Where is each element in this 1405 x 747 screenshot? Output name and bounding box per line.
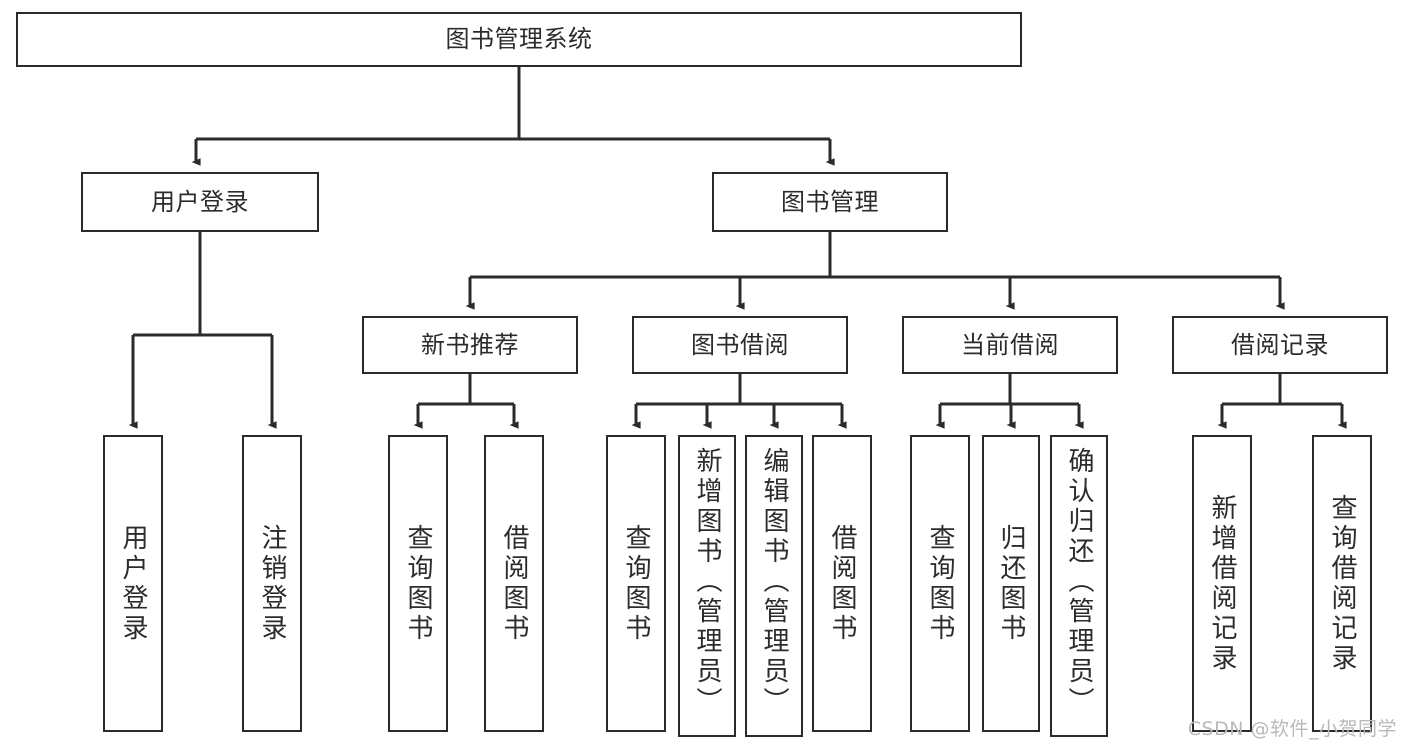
node-leaf-edit-book-label: 编辑图书（管理员） — [759, 447, 789, 717]
node-leaf-query-book-rec[interactable]: 查询图书 — [388, 435, 448, 732]
node-leaf-query-book-rec-label: 查询图书 — [403, 523, 433, 644]
node-leaf-add-book[interactable]: 新增图书（管理员） — [678, 435, 736, 737]
node-new-book-rec-label: 新书推荐 — [421, 330, 519, 359]
node-book-borrow-label: 图书借阅 — [691, 330, 789, 359]
node-current-borrow-label: 当前借阅 — [961, 330, 1059, 359]
node-user-login[interactable]: 用户登录 — [81, 172, 319, 232]
node-root[interactable]: 图书管理系统 — [16, 12, 1022, 67]
node-book-manage[interactable]: 图书管理 — [712, 172, 948, 232]
node-leaf-borrow-book-rec[interactable]: 借阅图书 — [484, 435, 544, 732]
node-book-manage-label: 图书管理 — [781, 187, 879, 216]
node-leaf-confirm-return[interactable]: 确认归还（管理员） — [1050, 435, 1108, 737]
node-leaf-query-book-cur[interactable]: 查询图书 — [910, 435, 970, 732]
node-new-book-rec[interactable]: 新书推荐 — [362, 316, 578, 374]
node-leaf-return-book-label: 归还图书 — [996, 523, 1026, 644]
node-leaf-borrow-book-rec-label: 借阅图书 — [499, 523, 529, 644]
node-leaf-user-login-label: 用户登录 — [118, 523, 148, 644]
node-root-label: 图书管理系统 — [445, 25, 593, 54]
node-user-login-label: 用户登录 — [151, 187, 249, 216]
node-leaf-query-book-borrow-label: 查询图书 — [621, 523, 651, 644]
node-leaf-logout[interactable]: 注销登录 — [242, 435, 302, 732]
watermark: CSDN @软件_小贺同学 — [1187, 718, 1397, 740]
node-current-borrow[interactable]: 当前借阅 — [902, 316, 1118, 374]
node-leaf-query-book-cur-label: 查询图书 — [925, 523, 955, 644]
node-leaf-query-record[interactable]: 查询借阅记录 — [1312, 435, 1372, 732]
node-leaf-borrow-book-label: 借阅图书 — [827, 523, 857, 644]
node-leaf-logout-label: 注销登录 — [257, 523, 287, 644]
node-borrow-record-label: 借阅记录 — [1231, 330, 1329, 359]
node-leaf-query-book-borrow[interactable]: 查询图书 — [606, 435, 666, 732]
node-leaf-add-book-label: 新增图书（管理员） — [692, 447, 722, 717]
node-leaf-borrow-book[interactable]: 借阅图书 — [812, 435, 872, 732]
node-leaf-query-record-label: 查询借阅记录 — [1327, 493, 1357, 674]
node-leaf-add-record[interactable]: 新增借阅记录 — [1192, 435, 1252, 732]
node-leaf-edit-book[interactable]: 编辑图书（管理员） — [745, 435, 803, 737]
node-leaf-confirm-return-label: 确认归还（管理员） — [1064, 447, 1094, 717]
node-leaf-add-record-label: 新增借阅记录 — [1207, 493, 1237, 674]
node-book-borrow[interactable]: 图书借阅 — [632, 316, 848, 374]
node-borrow-record[interactable]: 借阅记录 — [1172, 316, 1388, 374]
node-leaf-return-book[interactable]: 归还图书 — [982, 435, 1040, 732]
node-leaf-user-login[interactable]: 用户登录 — [103, 435, 163, 732]
